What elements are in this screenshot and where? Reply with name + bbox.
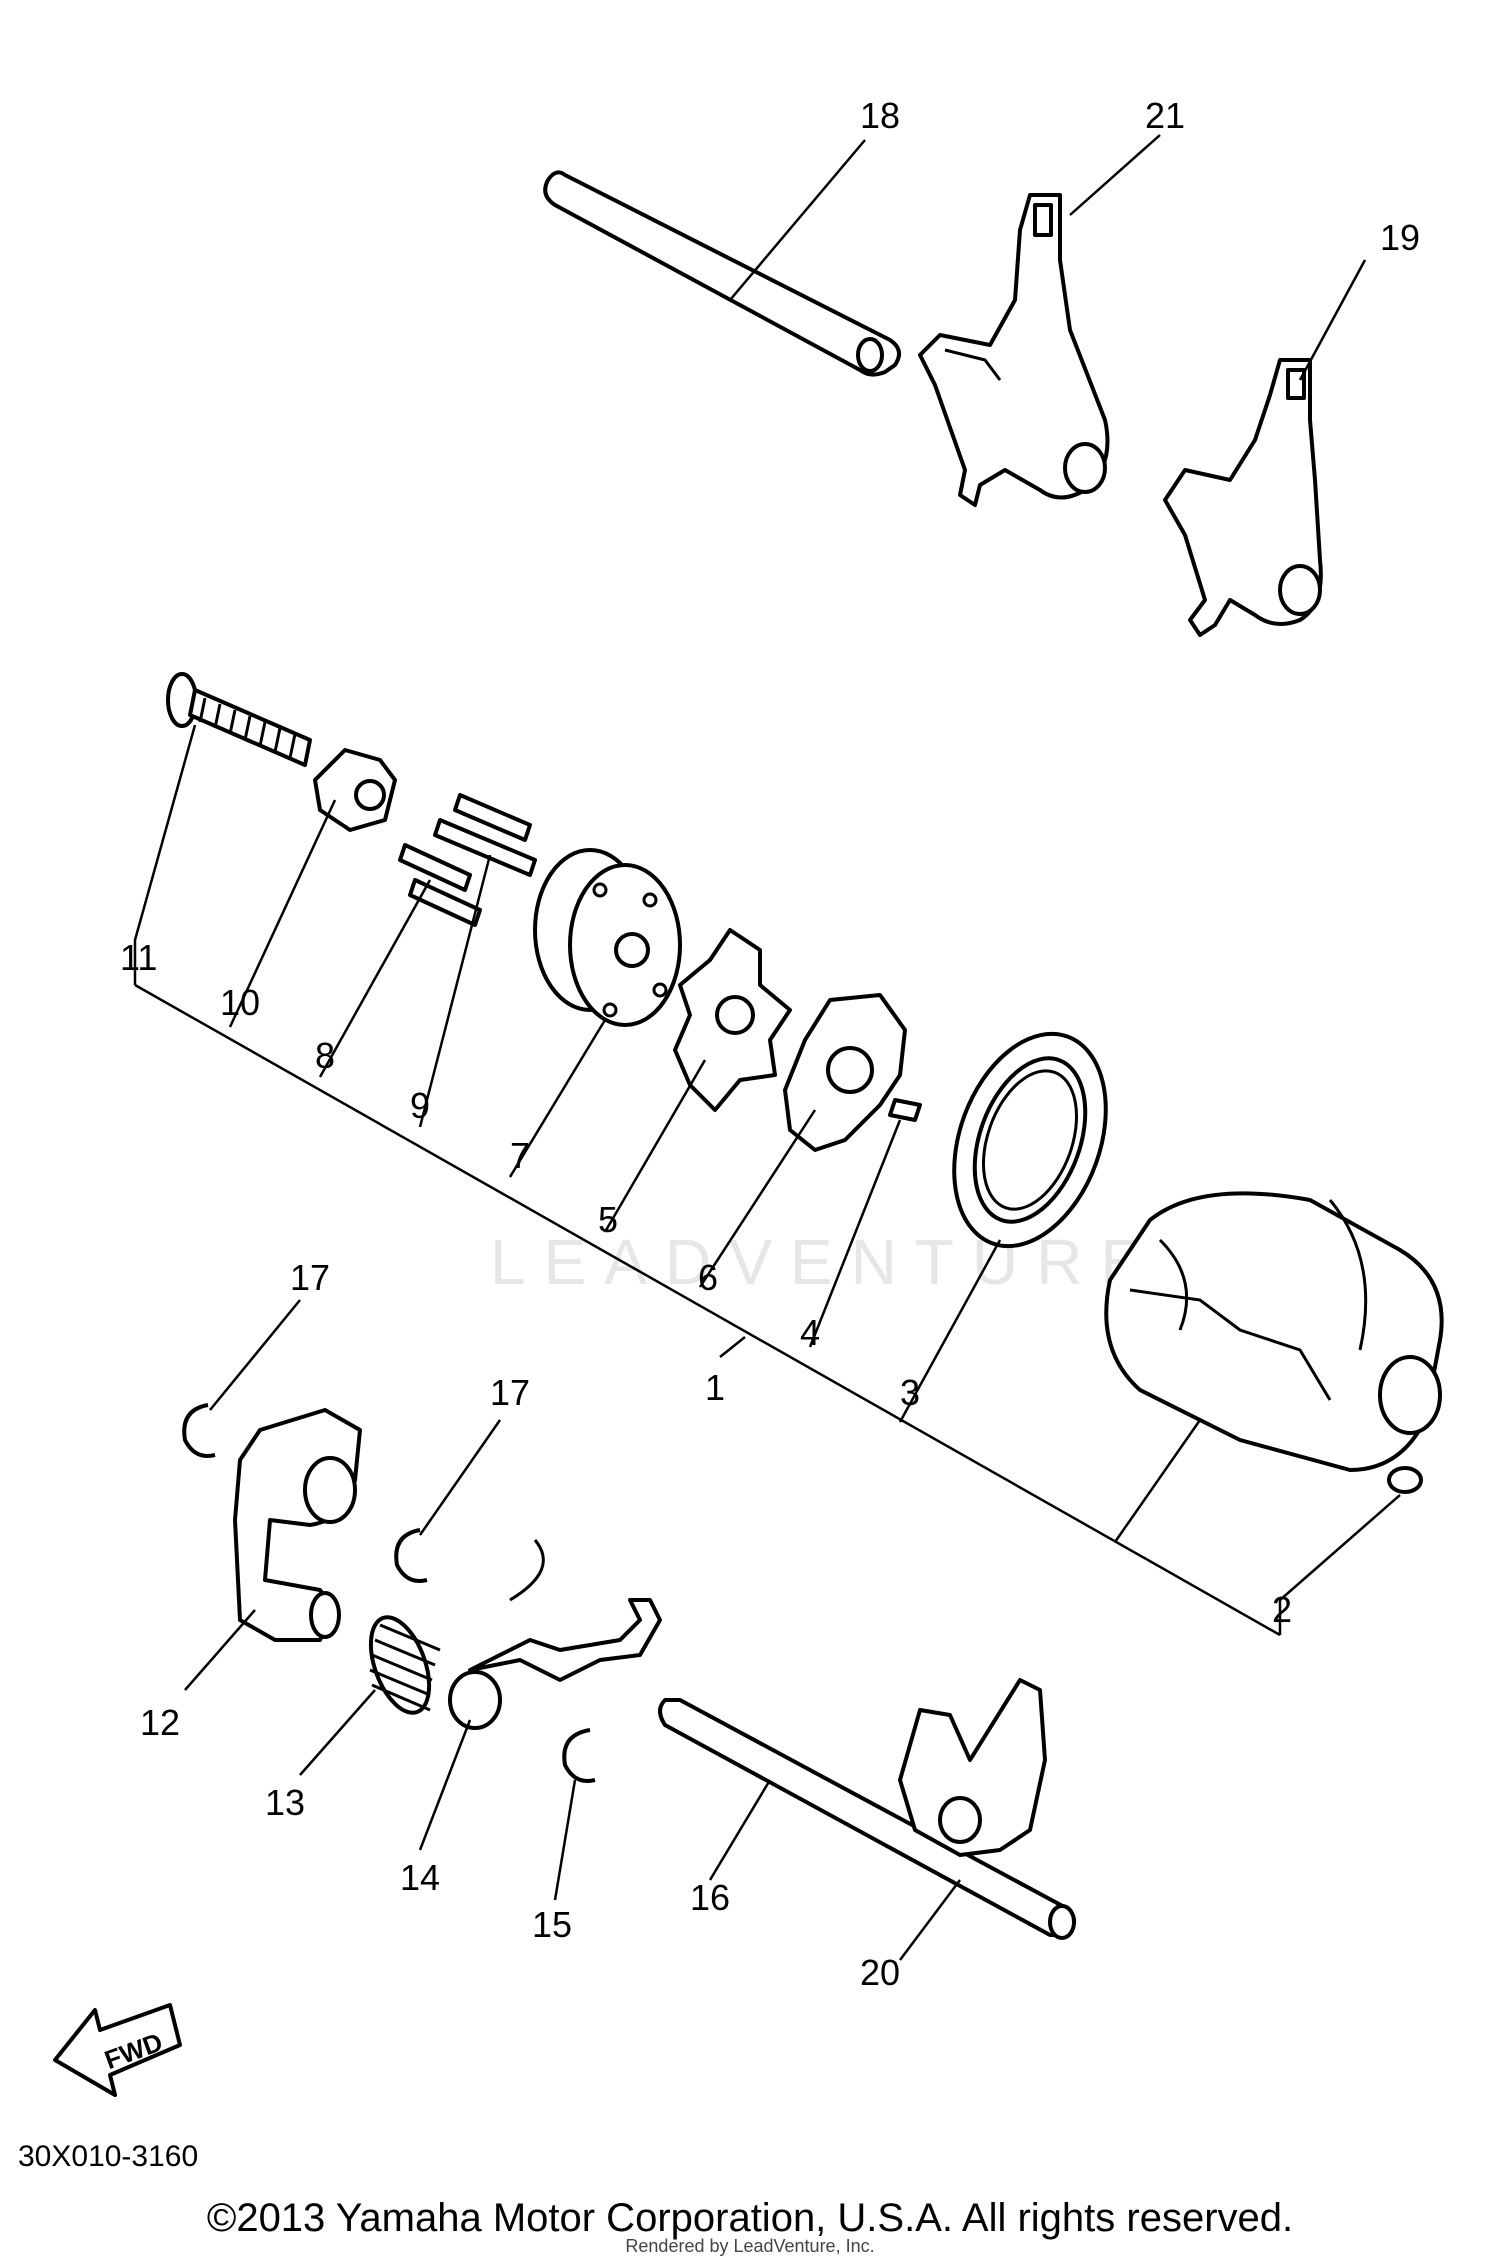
part-5-shift-cam-plate[interactable] xyxy=(673,928,792,1112)
part-4-dowel-pin[interactable] xyxy=(888,1098,922,1122)
callout-18: 18 xyxy=(860,95,900,136)
part-7-segment[interactable] xyxy=(533,848,682,1027)
callout-21: 21 xyxy=(1145,95,1185,136)
callout-16: 16 xyxy=(690,1877,730,1918)
callout-20: 20 xyxy=(860,1952,900,1993)
part-2-pin[interactable] xyxy=(1387,1466,1423,1494)
drawing-code: 30X010-3160 xyxy=(18,2140,199,2173)
callout-9: 9 xyxy=(410,1085,430,1126)
part-14-shift-lever[interactable] xyxy=(448,1539,662,1730)
fwd-arrow-icon: FWD xyxy=(53,2003,182,2097)
rendered-by-notice: Rendered by LeadVenture, Inc. xyxy=(625,2236,875,2256)
callout-2: 2 xyxy=(1272,1589,1292,1630)
callout-17-upper: 17 xyxy=(290,1257,330,1298)
copyright-notice: ©2013 Yamaha Motor Corporation, U.S.A. A… xyxy=(206,2196,1294,2240)
part-20-shift-fork[interactable] xyxy=(898,1678,1047,1857)
part-1-shift-drum[interactable] xyxy=(1104,1191,1444,1472)
callout-12: 12 xyxy=(140,1702,180,1743)
callout-13: 13 xyxy=(265,1782,305,1823)
part-10-stopper-plate[interactable] xyxy=(313,748,397,832)
part-11-bolt[interactable] xyxy=(166,672,312,767)
callout-5: 5 xyxy=(598,1199,618,1240)
part-9-pins[interactable] xyxy=(433,793,537,877)
callout-17-lower: 17 xyxy=(490,1372,530,1413)
callout-3: 3 xyxy=(900,1372,920,1413)
part-15-clip[interactable] xyxy=(562,1728,596,1783)
part-13-spring[interactable] xyxy=(359,1609,441,1720)
callout-11: 11 xyxy=(120,937,157,978)
callout-19: 19 xyxy=(1380,217,1420,258)
callout-8: 8 xyxy=(315,1035,335,1076)
callout-leader-baseline xyxy=(134,983,1281,1637)
callout-10: 10 xyxy=(220,982,260,1023)
callout-leaders xyxy=(133,134,1401,1961)
callout-6: 6 xyxy=(698,1257,718,1298)
part-18-guide-bar[interactable] xyxy=(543,170,901,377)
part-17-circlip-lower[interactable] xyxy=(394,1528,428,1583)
part-3-bearing[interactable] xyxy=(927,1013,1134,1268)
part-12-shift-arm[interactable] xyxy=(233,1408,362,1642)
part-19-shift-fork[interactable] xyxy=(1163,358,1323,637)
part-16-shift-shaft[interactable] xyxy=(658,1698,1076,1940)
callout-4: 4 xyxy=(800,1312,820,1353)
part-8-pins[interactable] xyxy=(398,843,482,927)
part-17-circlip-upper[interactable] xyxy=(182,1403,216,1458)
callout-7: 7 xyxy=(510,1135,530,1176)
callout-1: 1 xyxy=(705,1367,725,1408)
callout-15: 15 xyxy=(532,1904,572,1945)
part-21-shift-fork[interactable] xyxy=(918,193,1110,507)
callout-14: 14 xyxy=(400,1857,440,1898)
